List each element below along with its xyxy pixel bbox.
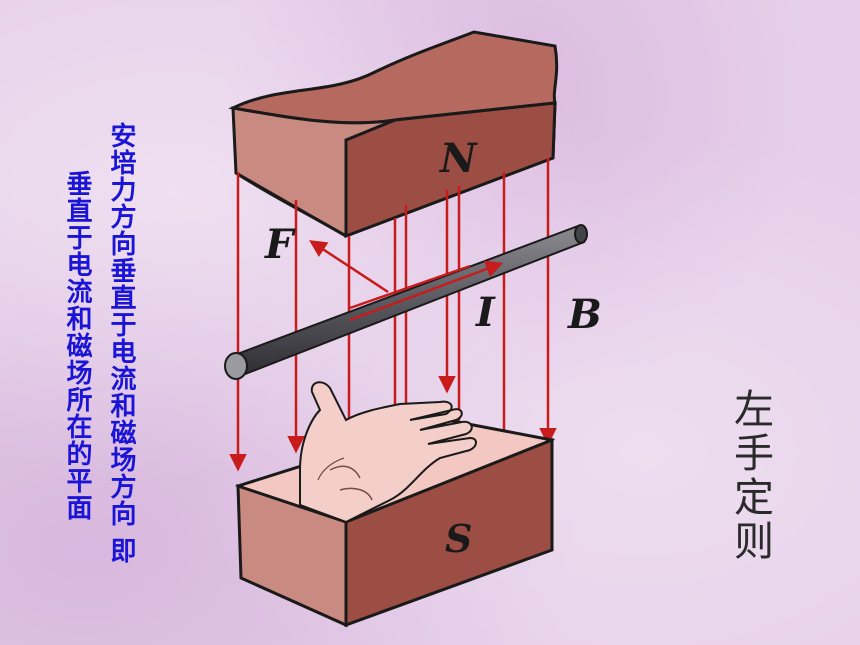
current-arrow bbox=[349, 260, 504, 322]
north-magnet: N bbox=[228, 30, 559, 239]
explanation-line-1: 安培力方向垂直于电流和磁场方向 即 bbox=[106, 122, 136, 565]
left-hand bbox=[299, 381, 477, 524]
south-pole-label: S bbox=[445, 516, 472, 561]
north-pole-label: N bbox=[438, 135, 478, 182]
field-label: B bbox=[567, 291, 602, 338]
explanation-line-2: 垂直于电流和磁场所在的平面 bbox=[62, 170, 92, 521]
force-label: F bbox=[264, 221, 296, 268]
force-arrow bbox=[309, 240, 389, 294]
rod-end bbox=[224, 352, 248, 380]
current-label: I bbox=[475, 289, 496, 336]
rule-title: 左手定则 bbox=[727, 388, 773, 564]
